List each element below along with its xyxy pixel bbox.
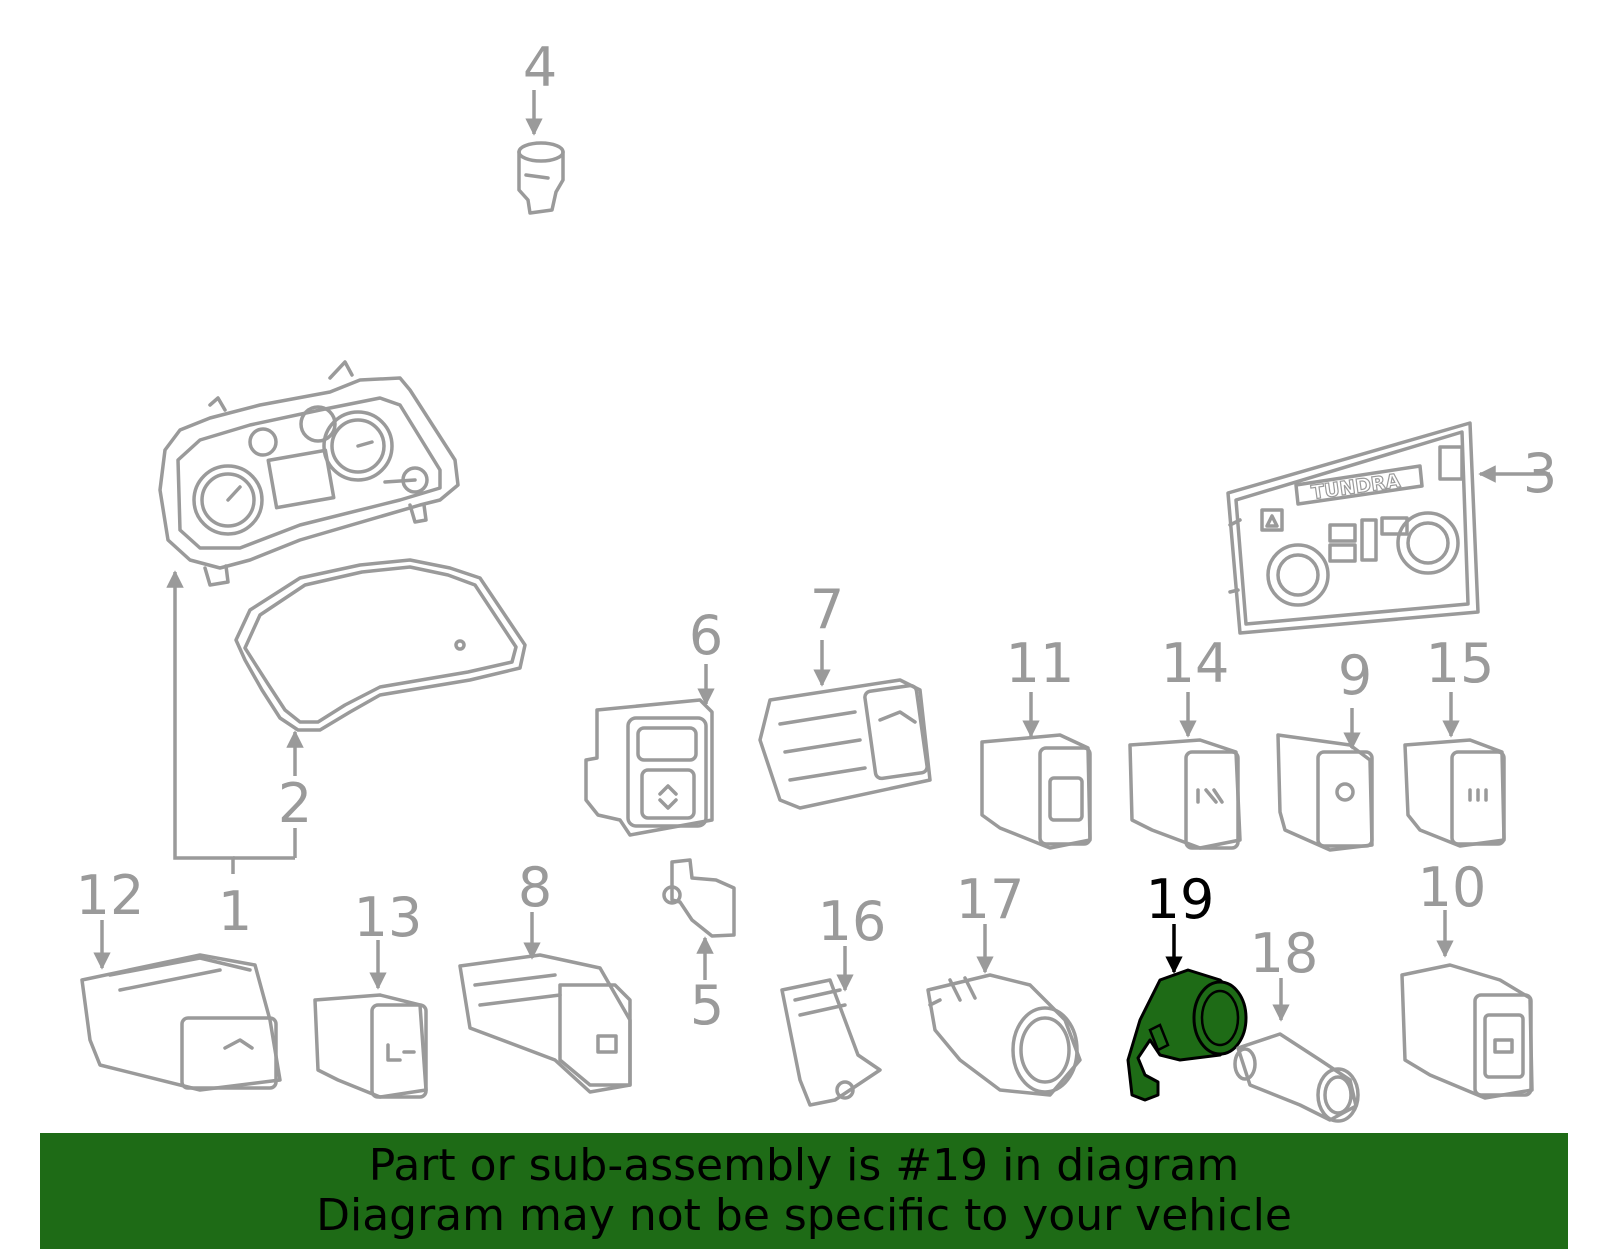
leader-lines xyxy=(93,90,1550,1022)
callout-3: 3 xyxy=(1523,442,1557,505)
callout-19: 19 xyxy=(1146,868,1215,931)
part-9-switch[interactable] xyxy=(1276,733,1374,852)
callout-17: 17 xyxy=(956,868,1025,931)
info-banner: Part or sub-assembly is #19 in diagram D… xyxy=(40,1133,1568,1249)
part-8-switch[interactable] xyxy=(458,953,632,1094)
part-3-climate-control-panel[interactable]: TUNDRA xyxy=(1226,421,1480,635)
part-12-switch-panel[interactable] xyxy=(80,953,282,1092)
callout-2: 2 xyxy=(278,772,312,835)
callout-18: 18 xyxy=(1250,922,1319,985)
callout-9: 9 xyxy=(1338,644,1372,707)
part-19-power-outlet[interactable] xyxy=(1126,968,1248,1102)
part-17-start-switch[interactable] xyxy=(926,973,1082,1097)
part-14-switch[interactable] xyxy=(1128,738,1242,850)
callout-11: 11 xyxy=(1006,632,1075,695)
callout-15: 15 xyxy=(1426,632,1495,695)
callout-10: 10 xyxy=(1418,856,1487,919)
callout-12: 12 xyxy=(76,864,145,927)
callout-6: 6 xyxy=(689,604,723,667)
callout-1: 1 xyxy=(218,880,252,943)
callout-5: 5 xyxy=(690,974,724,1037)
part-18-socket[interactable] xyxy=(1233,1032,1360,1123)
callout-16: 16 xyxy=(818,890,887,953)
callout-14: 14 xyxy=(1161,632,1230,695)
part-10-switch[interactable] xyxy=(1400,963,1534,1100)
callout-13: 13 xyxy=(354,886,423,949)
part-7-multi-switch[interactable] xyxy=(758,678,932,810)
part-13-switch[interactable] xyxy=(313,993,428,1099)
part-2-cluster-lens[interactable] xyxy=(234,558,527,732)
banner-line-1: Part or sub-assembly is #19 in diagram xyxy=(368,1140,1240,1191)
callout-4: 4 xyxy=(523,36,557,99)
part-5-sensor[interactable] xyxy=(662,858,736,938)
part-1-instrument-cluster[interactable] xyxy=(158,360,460,587)
part-15-switch[interactable] xyxy=(1403,738,1506,848)
part-6-mirror-switch[interactable] xyxy=(584,698,714,837)
part-11-switch[interactable] xyxy=(980,733,1092,850)
part-16-connector[interactable] xyxy=(780,978,882,1107)
banner-line-2: Diagram may not be specific to your vehi… xyxy=(316,1190,1292,1241)
callout-labels: 4 3 6 7 11 14 9 15 2 1 12 13 8 5 16 17 1… xyxy=(76,36,1558,1037)
part-4-clip[interactable] xyxy=(517,141,565,215)
callout-8: 8 xyxy=(518,856,552,919)
callout-7: 7 xyxy=(810,578,844,641)
